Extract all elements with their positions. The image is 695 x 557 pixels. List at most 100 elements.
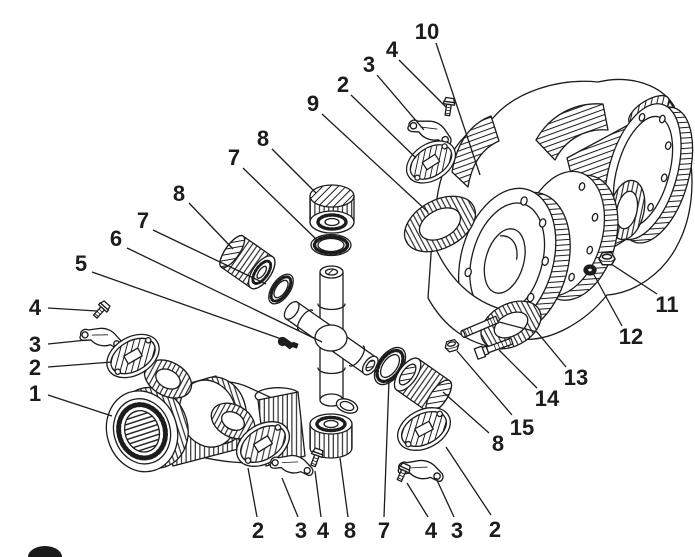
part-bolt-bottom-right xyxy=(393,461,413,484)
housing-top-saddle xyxy=(535,103,609,161)
part-number: 7 xyxy=(228,145,240,170)
leader-line xyxy=(281,477,299,518)
part-bolt-top xyxy=(441,96,456,117)
callout-14: 14 xyxy=(498,349,560,411)
part-number: 2 xyxy=(337,72,349,97)
leader-line xyxy=(498,349,538,389)
leader-line xyxy=(456,350,513,416)
part-number: 13 xyxy=(564,365,588,390)
part-number: 11 xyxy=(655,292,678,317)
leader-line xyxy=(47,307,98,312)
leader-line xyxy=(435,477,455,518)
leader-line xyxy=(47,339,88,345)
leader-line xyxy=(339,457,349,518)
part-number: 2 xyxy=(29,355,41,380)
part-nut-small xyxy=(443,338,461,354)
callout-8: 8 xyxy=(339,457,356,543)
leader-line xyxy=(314,470,322,518)
leader-line xyxy=(47,394,113,417)
callout-3: 3 xyxy=(29,332,88,357)
callout-2: 2 xyxy=(337,72,417,159)
part-bolt-left xyxy=(90,299,112,321)
part-number: 14 xyxy=(535,386,560,411)
leader-line xyxy=(242,167,318,241)
callout-7: 7 xyxy=(228,145,318,241)
part-number: 5 xyxy=(75,251,87,276)
leader-line xyxy=(321,113,429,213)
part-nut xyxy=(598,251,616,266)
callout-4: 4 xyxy=(386,37,447,108)
leader-line xyxy=(445,446,492,516)
part-number: 7 xyxy=(137,208,149,233)
diagram-art xyxy=(28,78,694,557)
housing-front-flange xyxy=(457,187,571,336)
part-number: 7 xyxy=(378,518,390,543)
callout-2: 2 xyxy=(29,355,113,380)
leader-line xyxy=(247,467,258,518)
callout-3: 3 xyxy=(281,477,307,543)
part-number: 9 xyxy=(307,91,319,116)
callout-4: 4 xyxy=(406,482,438,543)
part-drive-housing xyxy=(403,78,694,350)
part-number: 4 xyxy=(386,37,399,62)
part-seal-ring-upper-left xyxy=(268,273,294,305)
housing-left-yoke-ear-upper xyxy=(403,195,477,253)
callout-7: 7 xyxy=(137,208,267,285)
callout-10: 10 xyxy=(415,19,481,176)
part-number: 4 xyxy=(29,295,42,320)
leader-line xyxy=(498,321,567,368)
part-number: 8 xyxy=(492,431,504,456)
callout-4: 4 xyxy=(29,295,98,320)
leader-line xyxy=(442,391,490,434)
callout-2: 2 xyxy=(247,467,264,543)
leader-line xyxy=(376,74,425,131)
callout-9: 9 xyxy=(307,91,429,213)
part-number: 10 xyxy=(415,19,439,44)
callout-2: 2 xyxy=(445,446,501,542)
leader-line xyxy=(47,361,113,368)
part-number: 1 xyxy=(29,381,41,406)
callout-8: 8 xyxy=(257,126,317,194)
leader-line xyxy=(152,229,267,285)
part-number: 8 xyxy=(344,518,356,543)
leader-line xyxy=(350,94,417,159)
leader-line xyxy=(398,59,447,108)
part-number: 12 xyxy=(619,324,643,349)
callout-5: 5 xyxy=(75,251,288,342)
part-number: 3 xyxy=(451,518,463,543)
housing-upper-horn xyxy=(451,115,500,188)
part-number: 3 xyxy=(295,518,307,543)
part-number: 8 xyxy=(173,181,185,206)
callout-7: 7 xyxy=(378,379,390,543)
part-seal-ring-top xyxy=(310,233,352,257)
callout-11: 11 xyxy=(610,263,679,317)
callout-12: 12 xyxy=(592,272,643,349)
leader-line xyxy=(91,271,288,342)
callout-4: 4 xyxy=(314,470,330,543)
leader-line xyxy=(406,482,429,518)
leader-line xyxy=(126,247,323,343)
callout-13: 13 xyxy=(498,321,588,390)
callout-3: 3 xyxy=(363,52,425,131)
leader-line xyxy=(271,148,317,194)
part-washer xyxy=(583,264,597,276)
part-number: 3 xyxy=(29,332,41,357)
part-number: 4 xyxy=(317,518,330,543)
part-bearing-cup-upper-left xyxy=(219,234,276,290)
cropped-logo-mark xyxy=(28,546,62,557)
callout-3: 3 xyxy=(435,477,463,543)
leader-line xyxy=(383,379,390,518)
callout-6: 6 xyxy=(110,226,323,343)
callout-15: 15 xyxy=(456,350,534,440)
leader-line xyxy=(592,272,623,327)
part-number: 2 xyxy=(252,518,264,543)
part-grease-fitting xyxy=(277,336,299,350)
part-bolt-hex xyxy=(473,337,514,360)
part-number: 6 xyxy=(110,226,122,251)
callout-1: 1 xyxy=(29,381,113,417)
part-spider-cross xyxy=(283,265,379,407)
leader-line xyxy=(435,42,481,176)
